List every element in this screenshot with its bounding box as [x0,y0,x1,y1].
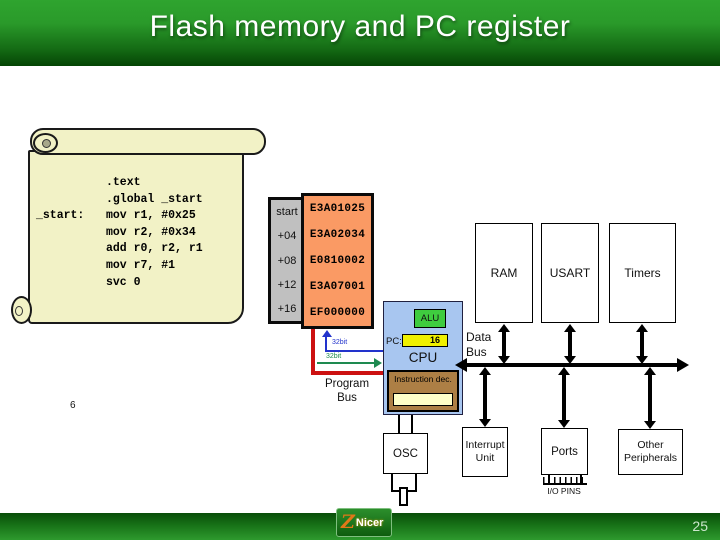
pc-register-value: 16 [402,334,448,347]
bus-width-label-blue: 32bit [332,339,348,346]
instruction-decoder-label: Instruction dec. [394,374,452,384]
flash-value: E3A01025 [309,203,366,215]
interrupt-unit-block: Interrupt Unit [462,427,508,477]
instruction-line-horizontal [317,362,375,364]
code-line: _start:mov r1, #0x25 [36,209,196,223]
address-line-arrow-up-icon [322,330,332,337]
usart-bus-arrow-icon [564,324,576,364]
address-line-horizontal [325,350,383,352]
flash-value: E3A07001 [309,281,366,293]
program-bus-label: Program Bus [324,378,370,404]
ram-block: RAM [475,223,533,323]
instruction-line-arrow-right-icon [374,358,382,368]
flash-address: +04 [277,230,297,243]
crystal-cap [407,490,417,492]
oscillator-block: OSC [383,433,428,474]
flash-address: start [276,206,298,219]
cpu-label: CPU [408,350,438,365]
usart-block: USART [541,223,599,323]
logo-z-glyph: Z [341,511,355,533]
crystal-leg [391,474,393,492]
slide-header-bar: Flash memory and PC register [0,0,720,66]
flash-address: +08 [277,254,297,267]
code-scroll-body [28,150,244,324]
scroll-top-roll [30,128,266,155]
code-line: .text [106,176,141,189]
clock-line [398,415,400,433]
data-bus-line [462,363,684,367]
logo-name: Nicer [355,516,384,529]
flash-address: +12 [277,278,297,291]
bus-width-label-green: 32bit [326,353,342,360]
code-line: add r0, r2, r1 [106,242,203,256]
pc-register-label: PC: [386,336,402,347]
data-bus-arrow-left-icon [455,358,467,372]
address-line-vertical [325,336,327,351]
flash-value: EF000000 [309,307,366,319]
code-line: mov r7, #1 [106,258,176,272]
instruction-decoder-register [393,393,453,406]
other-bus-arrow-icon [644,367,656,429]
page-number: 25 [692,518,708,534]
build-number: 6 [70,400,76,411]
slide-title: Flash memory and PC register [149,10,571,43]
data-bus-arrow-right-icon [677,358,689,372]
ports-block: Ports [541,428,588,475]
instruction-decoder-block: Instruction dec. [387,370,459,412]
timers-bus-arrow-icon [636,324,648,364]
flash-address: +16 [277,302,297,315]
alu-block: ALU [414,309,446,328]
clock-line [411,415,413,433]
program-bus-line-horizontal [311,371,383,375]
cpu-block: ALU PC: 16 CPU Instruction dec. [383,301,463,415]
io-pins-label: I/O PINS [547,486,581,496]
nicer-logo: Z Nicer [336,508,392,537]
crystal-icon [399,487,408,506]
other-peripherals-block: Other Peripherals [618,429,683,475]
crystal-leg [415,474,417,492]
code-line: svc 0 [106,275,141,289]
scroll-bottom-curl-dot [15,306,23,316]
flash-value: E3A02034 [309,229,366,241]
flash-value-column: E3A01025 E3A02034 E0810002 E3A07001 EF00… [301,193,374,329]
flash-value: E0810002 [309,255,366,267]
program-bus-line-vertical [311,329,315,375]
data-bus-label: Data Bus [466,330,492,359]
flash-address-column: start +04 +08 +12 +16 [268,197,303,324]
code-line: mov r2, #0x34 [106,225,196,239]
scroll-top-curl-dot [42,139,51,148]
interrupt-bus-arrow-icon [479,367,491,427]
assembly-code-block: .text .global _start _start:mov r1, #0x2… [36,175,240,291]
crystal-cap [391,490,401,492]
io-pins-comb-icon [543,477,587,485]
timers-block: Timers [609,223,676,323]
ports-bus-arrow-icon [558,367,570,428]
ram-bus-arrow-icon [498,324,510,364]
code-line: .global _start [106,192,203,206]
